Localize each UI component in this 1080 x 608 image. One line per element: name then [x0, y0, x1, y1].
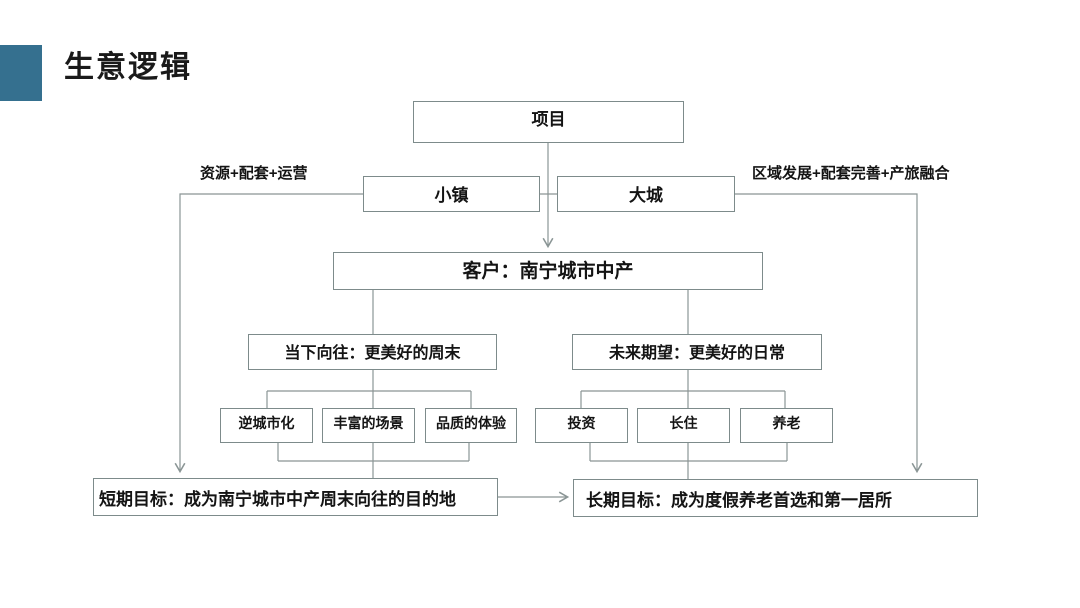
page-title: 生意逻辑	[64, 51, 192, 84]
node-factor-rich-scenes: 丰富的场景	[322, 408, 415, 443]
node-town: 小镇	[363, 176, 540, 212]
title-accent-square	[0, 45, 42, 101]
left-path-label: 资源+配套+运营	[200, 165, 308, 182]
node-factor-investment: 投资	[535, 408, 628, 443]
node-factor-long-stay: 长住	[637, 408, 730, 443]
node-project: 项目	[413, 101, 684, 143]
node-future-hope: 未来期望：更美好的日常	[572, 334, 822, 370]
node-current-desire: 当下向往：更美好的周末	[248, 334, 497, 370]
node-factor-counter-urbanization: 逆城市化	[220, 408, 313, 443]
node-long-term-goal: 长期目标：成为度假养老首选和第一居所	[573, 479, 978, 517]
node-factor-quality-experience: 品质的体验	[425, 408, 517, 443]
node-factor-retirement: 养老	[740, 408, 833, 443]
node-customer: 客户：南宁城市中产	[333, 252, 763, 290]
node-short-term-goal: 短期目标：成为南宁城市中产周末向往的目的地	[93, 478, 498, 516]
right-path-label: 区域发展+配套完善+产旅融合	[752, 165, 950, 182]
node-city: 大城	[557, 176, 735, 212]
